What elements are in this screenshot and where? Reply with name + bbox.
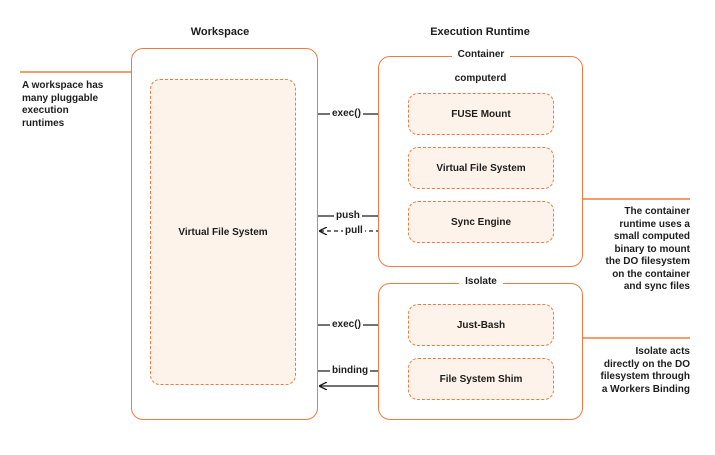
workspace-virtual-file-system: Virtual File System [150,79,296,385]
container-box: computerd FUSE Mount Virtual File System… [378,56,583,267]
exec-label-container: exec() [330,108,363,119]
computerd-label: computerd [454,73,507,84]
just-bash-box: Just-Bash [408,304,554,346]
isolate-box: Just-Bash File System Shim [378,283,583,420]
container-note: The container runtime uses a small compu… [605,206,690,292]
fuse-mount-box: FUSE Mount [408,93,554,135]
workspace-box: Virtual File System [131,48,318,420]
pull-label: pull [343,225,365,236]
binding-label: binding [330,365,371,376]
sync-engine-box: Sync Engine [408,201,554,243]
workspace-heading: Workspace [190,26,250,38]
file-system-shim-box: File System Shim [408,358,554,400]
execution-runtime-heading: Execution Runtime [430,26,530,38]
workspace-note: A workspace has many pluggable execution… [22,80,104,129]
push-label: push [334,210,362,221]
container-virtual-file-system-box: Virtual File System [408,147,554,189]
isolate-note: Isolate acts directly on the DO filesyst… [600,346,690,395]
isolate-title: Isolate [459,276,503,287]
exec-label-isolate: exec() [330,319,363,330]
container-title: Container [451,49,511,60]
